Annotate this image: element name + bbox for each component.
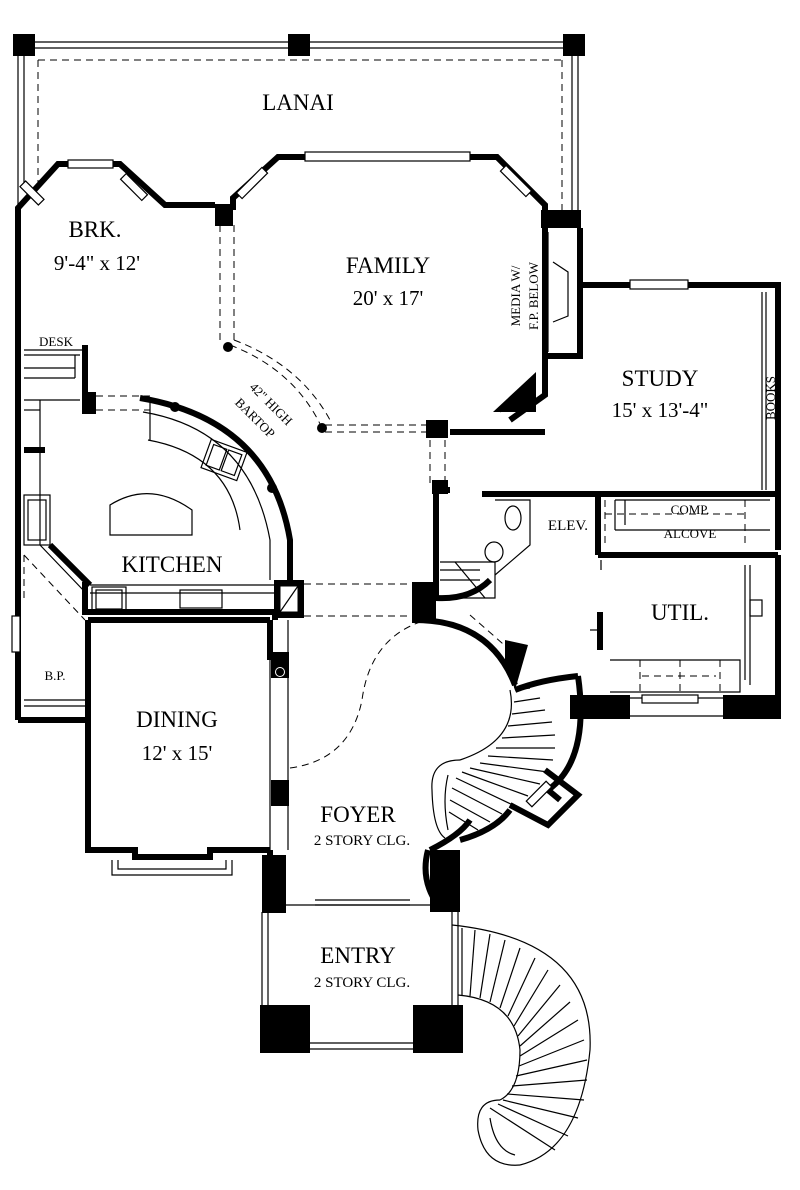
lanai-area [13,34,585,212]
foyer-clg: 2 STORY CLG. [314,833,410,849]
study-size: 15' x 13'-4" [612,398,709,422]
family-label: FAMILY [346,253,431,278]
study-label: STUDY [622,366,699,391]
foyer-label: FOYER [320,802,396,827]
bp-label: B.P. [45,668,66,683]
brk-label: BRK. [68,217,121,242]
walls [11,151,781,1166]
entry-clg: 2 STORY CLG. [314,975,410,991]
dining-size: 12' x 15' [142,741,213,765]
kitchen-label: KITCHEN [122,552,223,577]
brk-size: 9'-4" x 12' [54,251,140,275]
util-label: UTIL. [651,600,709,625]
entry-label: ENTRY [320,943,396,968]
entry-stair-treads [461,928,588,1151]
books-label: BOOKS [763,376,778,420]
lanai-column-center [288,34,310,56]
lanai-column-right [563,34,585,56]
desk-label: DESK [39,334,74,349]
media-label-line1: MEDIA W/ [508,265,523,326]
lanai-label: LANAI [262,90,334,115]
alcove-label: ALCOVE [664,526,717,541]
elev-label: ELEV. [548,518,588,534]
foyer-stair-treads [448,687,556,831]
comp-label: COMP. [671,502,710,517]
dining-label: DINING [136,707,218,732]
lanai-column-left [13,34,35,56]
media-label-line2: F.P. BELOW [526,261,541,330]
family-size: 20' x 17' [353,286,424,310]
